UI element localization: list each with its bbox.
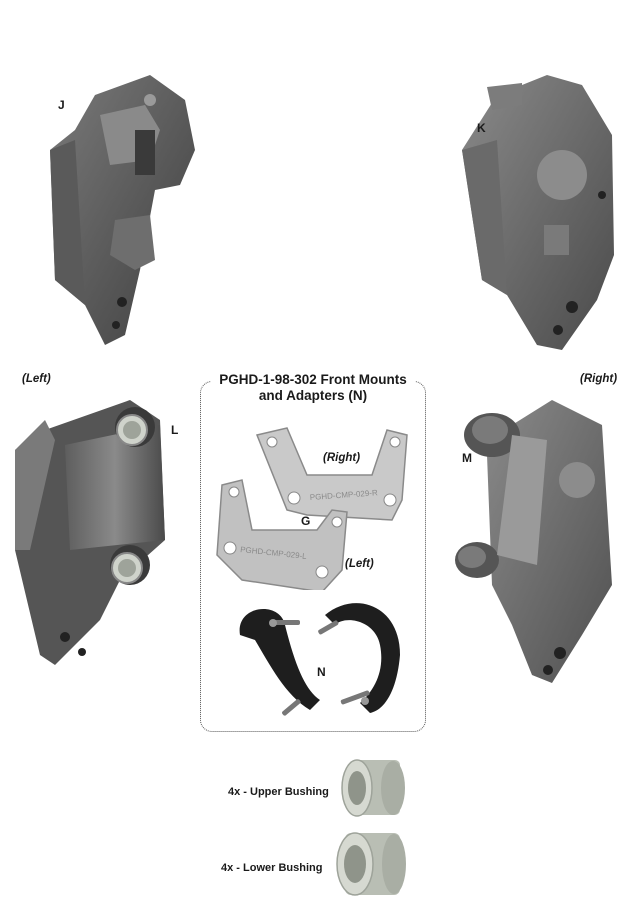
upper-bushing-image <box>341 759 405 817</box>
label-m: M <box>462 451 472 465</box>
label-j: J <box>58 98 65 112</box>
clamp-n-image <box>239 603 400 716</box>
adapter-g-image: PGHD-CMP-029-R PGHD-CMP-029-L <box>216 427 408 590</box>
label-g: G <box>301 514 311 528</box>
adapter-left-label: (Left) <box>345 558 374 570</box>
label-n: N <box>317 665 326 679</box>
right-side-label: (Right) <box>580 373 618 385</box>
adapter-right-label: (Right) <box>323 452 361 464</box>
left-side-label: (Left) <box>22 373 51 385</box>
lower-bushing-label: 4x - Lower Bushing <box>221 862 323 874</box>
box-title-line2: and Adapters (N) <box>254 388 372 404</box>
box-title-line1: PGHD-1-98-302 Front Mounts <box>215 372 411 388</box>
mount-j-image <box>50 75 195 345</box>
lower-bushing-image <box>336 832 406 896</box>
label-k: K <box>477 121 486 135</box>
label-l: L <box>171 423 179 437</box>
upper-bushing-label: 4x - Upper Bushing <box>228 786 329 798</box>
mount-m-image <box>455 400 612 683</box>
mount-k-image <box>462 75 614 350</box>
mount-l-image <box>15 400 165 665</box>
